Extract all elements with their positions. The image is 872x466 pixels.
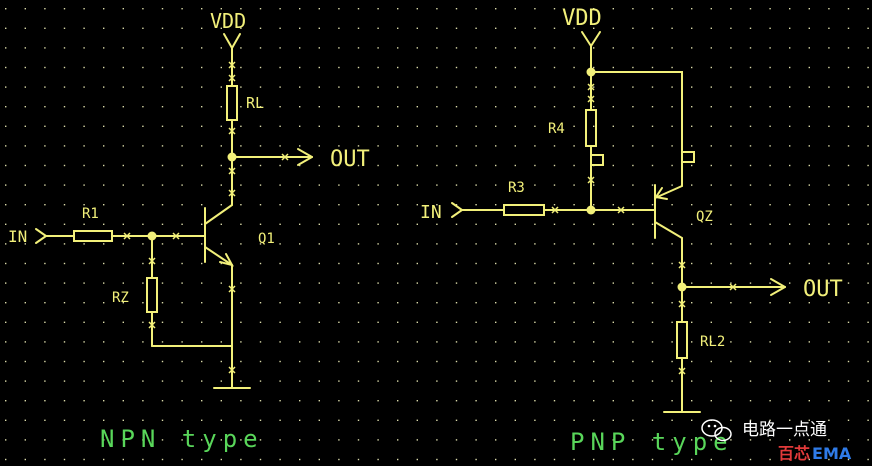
pnp-rl2-label: RL2 (700, 334, 725, 350)
npn-pin-marks (123, 61, 289, 374)
npn-rz-label: RZ (112, 290, 129, 306)
pnp-qz-label: QZ (696, 209, 713, 225)
pnp-emitter-pin-box (681, 151, 695, 163)
pnp-caption: PNP type (570, 428, 734, 456)
watermark-brand-part1: 百芯 (778, 444, 810, 463)
npn-circuit: VDD RL OUT Q1 IN R1 RZ (8, 9, 370, 453)
pnp-emitter-rail (590, 71, 683, 161)
npn-in-label: IN (8, 227, 27, 246)
pnp-circuit: VDD R4 IN R3 QZ (420, 6, 843, 456)
npn-rl-label: RL (246, 94, 264, 112)
npn-caption: NPN type (100, 425, 264, 453)
pnp-r4-label: R4 (548, 121, 565, 137)
pnp-transistor (654, 184, 683, 239)
watermark-brand-part2: EMA (812, 444, 852, 463)
grid-dots (5, 8, 869, 461)
pnp-out-label: OUT (803, 277, 843, 302)
npn-input-symbol (35, 228, 47, 244)
wechat-icon (701, 419, 732, 442)
npn-q1-label: Q1 (258, 231, 275, 247)
pnp-in-label: IN (420, 202, 442, 223)
npn-out-label: OUT (330, 147, 370, 172)
pnp-input-symbol (451, 202, 463, 218)
pnp-r3-label: R3 (508, 180, 525, 196)
pnp-vdd-symbol (581, 31, 601, 47)
pnp-base-node (586, 205, 596, 215)
pnp-pin-marks (551, 83, 737, 375)
watermark-channel: 电路一点通 (742, 420, 827, 440)
npn-vdd-label: VDD (210, 9, 246, 33)
npn-r1-label: R1 (82, 206, 99, 222)
pnp-vdd-label: VDD (562, 6, 602, 31)
npn-vdd-symbol (223, 33, 241, 49)
